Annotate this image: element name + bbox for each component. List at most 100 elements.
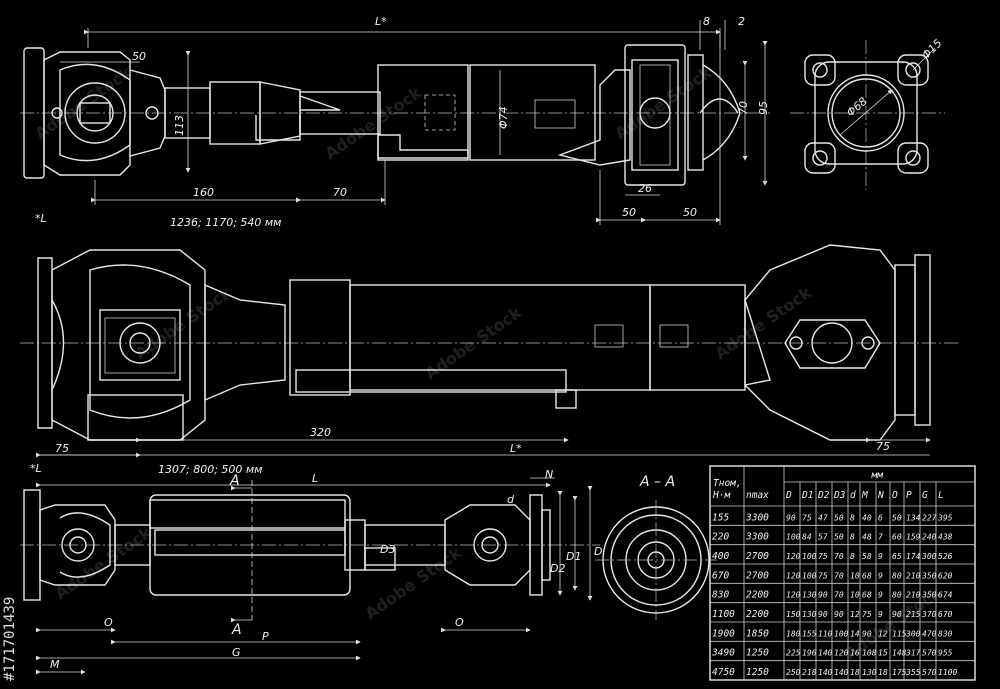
table-cell: 80 bbox=[892, 571, 902, 580]
table-cell: 155 bbox=[712, 512, 729, 523]
dim-95: 95 bbox=[757, 101, 770, 115]
table-cell: 10 bbox=[850, 571, 860, 580]
table-cell: 140 bbox=[818, 668, 833, 677]
table-cell: 155 bbox=[802, 629, 817, 638]
table-header-cell: D1 bbox=[801, 490, 813, 501]
dim-N: N bbox=[545, 468, 553, 481]
dim-L-star-top: L* bbox=[375, 15, 387, 28]
table-cell: 50 bbox=[892, 513, 902, 522]
table-cell: 90 bbox=[786, 513, 796, 522]
table-cell: 120 bbox=[786, 591, 801, 600]
table-cell: 1850 bbox=[746, 628, 769, 639]
table-cell: 47 bbox=[818, 513, 828, 522]
table-cell: 8 bbox=[850, 513, 855, 522]
table-cell: 670 bbox=[938, 610, 953, 619]
table-cell: 9 bbox=[878, 610, 883, 619]
table-cell: 355 bbox=[905, 668, 921, 677]
table-cell: 9 bbox=[878, 571, 883, 580]
table-cell: 215 bbox=[906, 610, 921, 619]
table-cell: 50 bbox=[834, 533, 844, 542]
table-cell: 2700 bbox=[746, 551, 769, 562]
dim-D: D bbox=[594, 545, 602, 558]
table-cell: 70 bbox=[834, 552, 844, 561]
dim-50-top: 50 bbox=[132, 50, 146, 63]
dim-70: 70 bbox=[333, 186, 347, 199]
table-cell: 140 bbox=[834, 668, 849, 677]
table-cell: 210 bbox=[906, 591, 921, 600]
watermark-id: #171701439 bbox=[2, 597, 18, 681]
table-cell: 16 bbox=[850, 649, 860, 658]
table-cell: 4750 bbox=[712, 667, 735, 678]
table-cell: 68 bbox=[862, 571, 872, 580]
table-cell: 120 bbox=[786, 552, 801, 561]
table-cell: 120 bbox=[834, 649, 849, 658]
dim-26: 26 bbox=[638, 182, 652, 195]
table-cell: 70 bbox=[834, 591, 844, 600]
table-cell: 180 bbox=[786, 629, 801, 638]
table-cell: 100 bbox=[802, 552, 817, 561]
table-cell: 65 bbox=[892, 552, 902, 561]
table-cell: 1250 bbox=[746, 667, 769, 678]
table-cell: 1100 bbox=[712, 609, 735, 620]
table-cell: 57 bbox=[818, 533, 828, 542]
table-cell: 148 bbox=[892, 649, 907, 658]
table-header-cell: Tном, bbox=[713, 478, 742, 489]
table-cell: 1250 bbox=[746, 648, 769, 659]
section-a-a-view: A – A bbox=[595, 474, 717, 620]
table-cell: 84 bbox=[802, 533, 812, 542]
note-lengths-1: 1236; 1170; 540 мм bbox=[170, 216, 281, 229]
watermark-3: Adobe Stock bbox=[611, 63, 715, 144]
table-cell: 175 bbox=[892, 668, 907, 677]
view-3-shaft-drawing: A A L d N D3 D2 D1 D O O M P G bbox=[20, 468, 602, 675]
table-cell: 350 bbox=[921, 571, 937, 580]
table-cell: 12 bbox=[878, 629, 888, 638]
flange-view: Φ15 Φ68 bbox=[790, 37, 945, 190]
table-cell: 100 bbox=[802, 571, 817, 580]
table-header-cell: G bbox=[922, 490, 928, 501]
table-cell: 317 bbox=[905, 649, 921, 658]
table-cell: 108 bbox=[862, 649, 877, 658]
table-cell: 196 bbox=[802, 649, 817, 658]
table-cell: 1100 bbox=[938, 668, 957, 677]
dim-320: 320 bbox=[310, 426, 331, 439]
dim-75-right: 75 bbox=[876, 440, 890, 453]
note-L-2: *L bbox=[30, 462, 42, 475]
table-cell: 674 bbox=[938, 591, 953, 600]
dim-d: d bbox=[507, 493, 515, 506]
table-cell: 120 bbox=[786, 571, 801, 580]
table-cell: 2700 bbox=[746, 570, 769, 581]
table-cell: 955 bbox=[938, 649, 953, 658]
table-cell: 240 bbox=[922, 533, 937, 542]
table-header-cell: M bbox=[861, 490, 868, 501]
table-cell: 526 bbox=[938, 552, 953, 561]
table-header-cell: O bbox=[892, 490, 898, 501]
table-cell: 134 bbox=[906, 513, 921, 522]
dim-L-bottom: L bbox=[312, 472, 318, 485]
view-1-shaft-drawing: L* 8 2 50 113 160 70 Φ74 26 50 50 70 95 … bbox=[20, 15, 770, 229]
table-cell: 90 bbox=[834, 610, 844, 619]
table-cell: 75 bbox=[802, 513, 812, 522]
table-cell: 300 bbox=[905, 629, 921, 638]
table-cell: 70 bbox=[834, 571, 844, 580]
table-cell: 9 bbox=[878, 591, 883, 600]
table-unit-header: мм bbox=[871, 470, 884, 481]
section-A-bottom: A bbox=[231, 622, 242, 638]
table-cell: 350 bbox=[921, 591, 937, 600]
table-cell: 75 bbox=[818, 552, 828, 561]
dim-L-star-mid: L* bbox=[510, 442, 522, 455]
table-cell: 75 bbox=[862, 610, 872, 619]
table-cell: 830 bbox=[712, 590, 729, 601]
table-frame bbox=[709, 465, 976, 681]
table-header-cell: D3 bbox=[833, 490, 846, 501]
dim-50a: 50 bbox=[622, 206, 636, 219]
watermark-7: Adobe Stock bbox=[51, 523, 155, 604]
dim-160: 160 bbox=[193, 186, 214, 199]
table-cell: 90 bbox=[892, 610, 902, 619]
dim-O-right: O bbox=[455, 616, 464, 629]
table-cell: 220 bbox=[712, 532, 729, 543]
dim-D2: D2 bbox=[550, 562, 565, 575]
table-cell: 438 bbox=[938, 533, 953, 542]
table-cell: 8 bbox=[850, 533, 855, 542]
